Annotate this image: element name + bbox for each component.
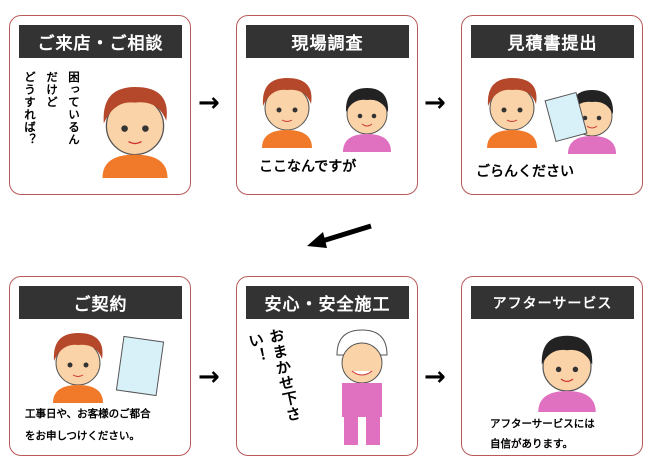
step-title: 現場調査: [246, 25, 409, 58]
step-estimate: 見積書提出 ごらんください: [461, 15, 643, 195]
step-after-service: アフターサービス アフターサービスには 自信があります。: [461, 276, 643, 456]
after-service-illustration: [537, 335, 597, 412]
arrow-right-icon: →: [424, 88, 446, 118]
speech-text: おまかせ下さい！: [245, 326, 304, 425]
step-caption: ここなんですが: [259, 159, 357, 175]
step-caption-line: アフターサービスには: [490, 418, 595, 430]
step-title: 安心・安全施工: [246, 286, 409, 319]
step-title: ご契約: [19, 286, 182, 319]
step-caption: ごらんください: [476, 164, 574, 180]
worried-customer-illustration: [101, 86, 169, 179]
step-visit-consultation: ご来店・ご相談 困っているん だけど どうすれば？: [9, 15, 191, 195]
step-title: 見積書提出: [471, 25, 634, 58]
worker-illustration: [336, 329, 388, 445]
step-caption-line: 自信があります。: [490, 438, 573, 450]
speech-line: どうすれば？: [23, 71, 37, 146]
step-caption-line: 工事日や、お客様のご都合: [25, 408, 151, 420]
step-construction: 安心・安全施工 おまかせ下さい！: [236, 276, 418, 456]
arrow-right-icon: →: [424, 362, 446, 392]
contract-illustration: [52, 332, 165, 404]
arrow-down-left-icon: [307, 223, 372, 248]
step-title: ご来店・ご相談: [19, 25, 182, 58]
speech-line: だけど: [45, 71, 59, 109]
arrow-right-icon: →: [198, 88, 220, 118]
step-title: アフターサービス: [471, 286, 634, 319]
arrow-right-icon: →: [198, 362, 220, 392]
speech-line: 困っているん: [67, 71, 81, 146]
estimate-illustration: [486, 77, 617, 155]
step-contract: ご契約 工事日や、お客様のご都合 をお申しつけください。: [9, 276, 191, 456]
survey-illustration: [261, 77, 392, 153]
step-caption-line: をお申しつけください。: [25, 430, 140, 442]
step-site-survey: 現場調査 ここなんですが: [236, 15, 418, 195]
